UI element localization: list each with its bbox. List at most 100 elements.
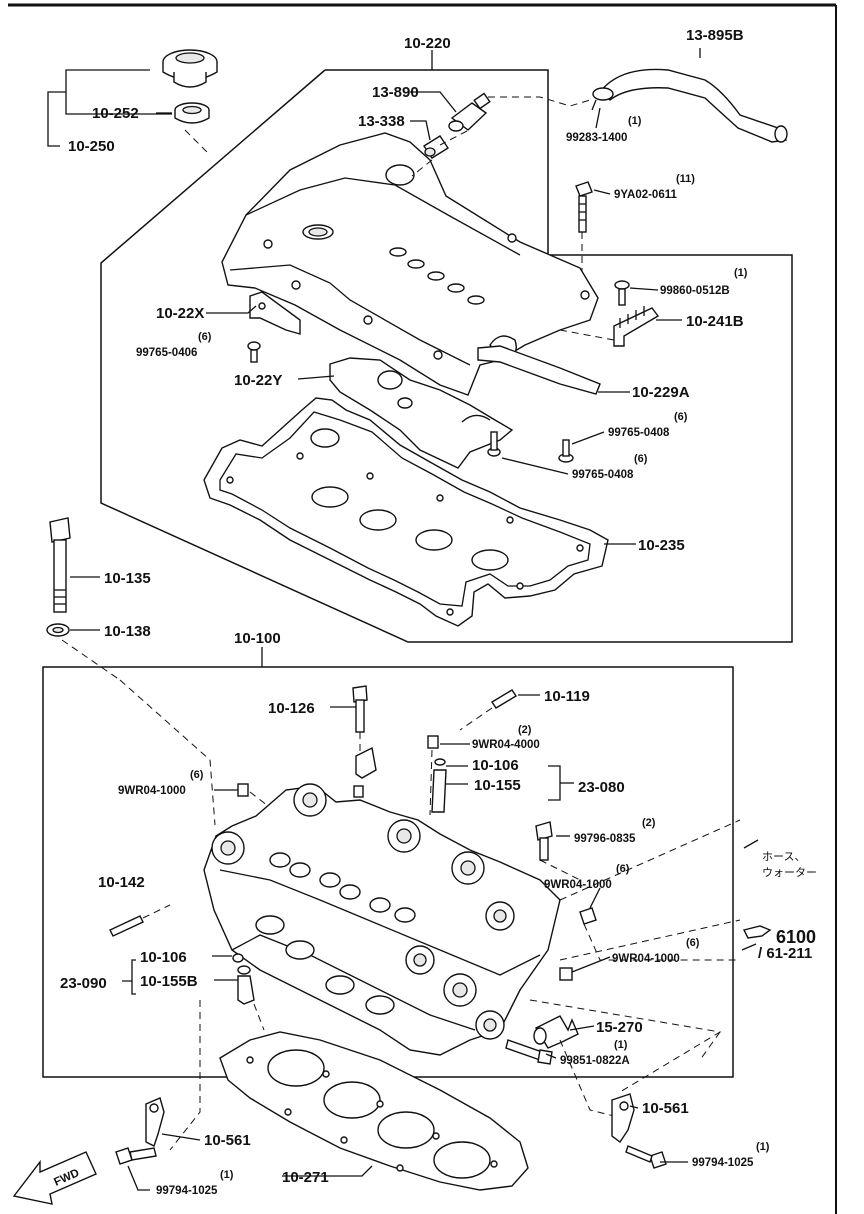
head-bolt-washer-icon	[46, 623, 70, 637]
label-10-235: 10-235	[638, 537, 685, 554]
label-99765-0406: 99765-0406	[136, 347, 197, 359]
plug-9wr04-1000-c-icon	[559, 967, 573, 981]
bolt-99794-right-icon	[625, 1145, 667, 1169]
label-10-106-b: 10-106	[140, 949, 187, 966]
gasket-strip-icon	[477, 345, 601, 395]
label-10-119: 10-119	[544, 688, 590, 705]
label-99765-0408-c: 99765-0408	[572, 469, 634, 481]
plug-9wr04-1000-b-icon	[579, 907, 597, 925]
part-labels: 10-220 13-895B 13-890 13-338 10-252 10-2…	[60, 27, 770, 1197]
qty-99794-a: (1)	[220, 1169, 234, 1181]
bolt-99794-left-icon	[115, 1147, 157, 1165]
label-23-080: 23-080	[578, 779, 625, 796]
ventilation-hose-icon	[599, 68, 788, 143]
head-cover-group-frame	[100, 69, 793, 643]
label-13-895b: 13-895B	[686, 27, 744, 44]
label-10-22y: 10-22Y	[234, 372, 282, 389]
label-99851-0822a: 99851-0822A	[560, 1055, 630, 1067]
head-bolt-dash	[61, 639, 121, 681]
qty-99765-b: (6)	[674, 411, 688, 423]
label-10-250: 10-250	[68, 138, 115, 155]
label-10-142: 10-142	[98, 874, 145, 891]
pointing-hand-icon	[742, 925, 772, 939]
cylinder-head-cover-icon	[221, 132, 599, 396]
stud-10-142-icon	[109, 904, 171, 937]
engine-hanger-right-icon	[611, 1093, 635, 1144]
hose-ref-line1: ホース、	[762, 850, 805, 863]
qty-99765-a: (6)	[198, 331, 212, 343]
label-15-270: 15-270	[596, 1019, 643, 1036]
lash-adjuster-b-icon	[237, 965, 265, 1031]
head-bolt-icon	[49, 517, 71, 613]
qty-9wr04-1000-b: (6)	[616, 863, 630, 875]
label-10-126: 10-126	[268, 700, 315, 717]
plug-9wr04-1000-a-icon	[237, 783, 269, 807]
label-10-241b: 10-241B	[686, 313, 744, 330]
qty-99794-b: (1)	[756, 1141, 770, 1153]
label-9ya02-0611: 9YA02-0611	[614, 189, 677, 201]
label-9wr04-1000-b: 9WR04-1000	[544, 879, 612, 891]
bolt-99796-icon	[535, 821, 553, 861]
water-hose-reference: ホース、 ウォーター 6100 / 61-211	[741, 839, 817, 962]
label-10-271: 10-271	[282, 1169, 329, 1186]
qty-99796: (2)	[642, 817, 656, 829]
qty-99851: (1)	[614, 1039, 628, 1051]
qty-99860: (1)	[734, 267, 748, 279]
oil-filler-cap-icon	[162, 49, 218, 88]
label-99794-1025-left: 99794-1025	[156, 1185, 218, 1197]
label-9wr04-4000: 9WR04-4000	[472, 739, 540, 751]
label-13-338: 13-338	[358, 113, 405, 130]
pcv-dash-lines	[411, 96, 591, 177]
cam-cap-icon	[355, 746, 377, 779]
qty-99283: (1)	[628, 115, 642, 127]
hose-ref-line2: ウォーター	[762, 866, 817, 879]
cylinder-head-icon	[203, 783, 561, 1056]
screw-99765-c-icon	[487, 431, 501, 457]
bracket-dash	[559, 329, 615, 341]
qty-9ya02: (11)	[676, 173, 695, 185]
qty-99765-c: (6)	[634, 453, 648, 465]
plate-10-22y-icon	[329, 357, 514, 469]
label-9wr04-1000-c: 9WR04-1000	[612, 953, 680, 965]
label-10-155: 10-155	[474, 777, 521, 794]
label-9wr04-1000-a: 9WR04-1000	[118, 785, 186, 797]
label-10-561-right: 10-561	[642, 1100, 689, 1117]
label-10-22x: 10-22X	[156, 305, 204, 322]
label-10-155b: 10-155B	[140, 973, 198, 990]
qty-9wr04-1000-c: (6)	[686, 937, 700, 949]
label-99860-0512b: 99860-0512B	[660, 285, 730, 297]
label-13-890: 13-890	[372, 84, 419, 101]
label-23-090: 23-090	[60, 975, 107, 992]
bracket-icon	[613, 306, 660, 347]
lash-adjuster-icon	[431, 758, 447, 813]
pcv-valve-icon	[448, 92, 491, 132]
qty-9wr04-4000: (2)	[518, 724, 532, 736]
leader-lines	[70, 48, 701, 1191]
ref-6100: 6100	[776, 927, 816, 947]
label-10-106-a: 10-106	[472, 757, 519, 774]
bolt-99851-icon	[505, 1039, 553, 1065]
label-10-138: 10-138	[104, 623, 151, 640]
valve-openings	[255, 852, 416, 1015]
ring-10-106b-icon	[232, 953, 244, 963]
head-gasket-icon	[219, 1031, 529, 1191]
label-10-135: 10-135	[104, 570, 151, 587]
camshaft-caps	[211, 783, 515, 1040]
head-cover-gasket-icon	[203, 397, 609, 627]
pcv-grommet-icon	[423, 135, 449, 159]
screw-99765-b-icon	[558, 439, 574, 463]
label-10-100: 10-100	[234, 630, 281, 647]
small-bolt-icon	[614, 280, 630, 306]
label-10-220: 10-220	[404, 35, 451, 52]
ref-61-211: / 61-211	[758, 945, 812, 962]
filler-cap-seal-icon	[174, 102, 210, 124]
label-10-561-left: 10-561	[204, 1132, 251, 1149]
label-99283-1400: 99283-1400	[566, 132, 627, 144]
label-99794-1025-right: 99794-1025	[692, 1157, 754, 1169]
label-99796-0835: 99796-0835	[574, 833, 636, 845]
hose-clamp-icon	[591, 87, 614, 111]
label-99765-0408-b: 99765-0408	[608, 427, 670, 439]
plug-near-head-icon	[353, 785, 364, 798]
cam-bolt-10-126-icon	[352, 685, 368, 762]
water-outlet-15-270-icon	[533, 1015, 579, 1049]
